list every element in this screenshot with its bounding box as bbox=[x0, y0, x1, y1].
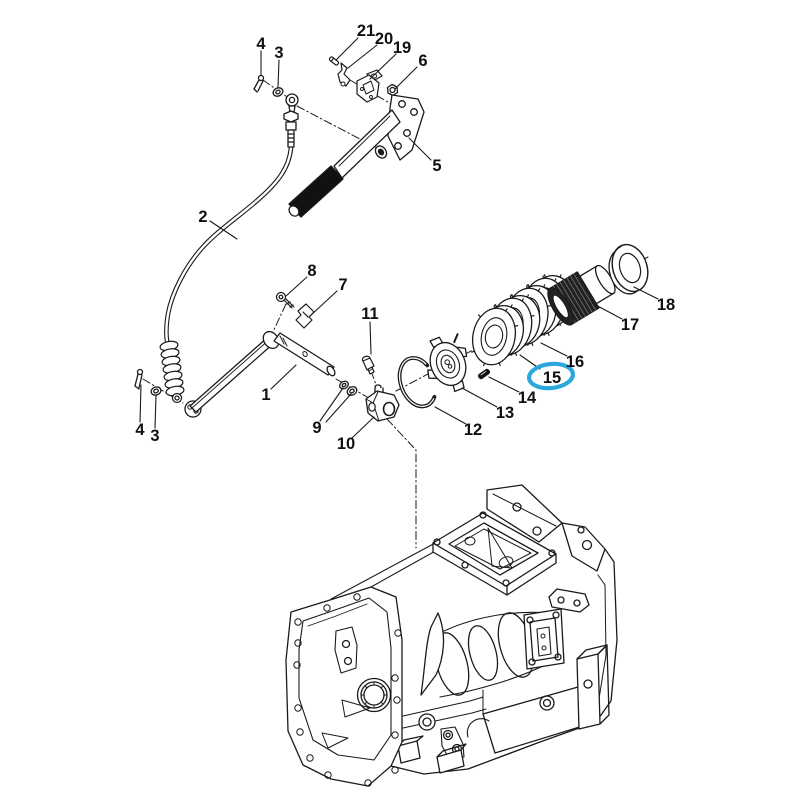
pin-21 bbox=[328, 56, 340, 66]
part-label-8: 8 bbox=[285, 262, 317, 297]
part-label-14: 14 bbox=[488, 376, 537, 407]
part-label-4: 4 bbox=[256, 35, 266, 76]
hand-lever-5 bbox=[288, 94, 425, 218]
leader-line bbox=[434, 406, 467, 425]
part-number-text: 16 bbox=[566, 353, 584, 371]
leader-line bbox=[209, 220, 238, 240]
part-label-13: 13 bbox=[461, 387, 514, 422]
lever-grip bbox=[288, 165, 344, 218]
part-number-text: 21 bbox=[357, 22, 375, 40]
part-number-text: 18 bbox=[657, 296, 675, 314]
part-label-3: 3 bbox=[150, 395, 160, 445]
part-number-text: 4 bbox=[256, 35, 266, 53]
part-number-text: 15 bbox=[543, 369, 561, 387]
leader-line bbox=[285, 276, 308, 297]
pressure-plate-13 bbox=[427, 333, 468, 393]
part-label-5: 5 bbox=[408, 137, 442, 175]
leader-line bbox=[461, 387, 498, 408]
part-number-text: 5 bbox=[432, 157, 441, 175]
part-label-16: 16 bbox=[540, 342, 584, 371]
part-label-6: 6 bbox=[394, 52, 428, 90]
transmission-housing bbox=[285, 484, 618, 787]
part-number-text: 1 bbox=[261, 386, 270, 404]
leader-line bbox=[591, 302, 623, 320]
part-number-text: 3 bbox=[150, 427, 159, 445]
highlight-ellipse bbox=[526, 361, 576, 391]
part-label-11: 11 bbox=[361, 305, 379, 355]
leader-line bbox=[270, 364, 297, 390]
leader-line bbox=[633, 286, 659, 300]
part-number-text: 10 bbox=[337, 435, 355, 453]
part-label-10: 10 bbox=[337, 416, 375, 453]
fork-7 bbox=[295, 303, 315, 329]
part-number-text: 19 bbox=[393, 39, 411, 57]
o-rings-9 bbox=[339, 380, 358, 396]
leader-line bbox=[540, 342, 568, 357]
leader-line bbox=[277, 59, 280, 88]
return-spring bbox=[159, 340, 185, 404]
part-label-9: 9 bbox=[312, 387, 352, 437]
leader-line bbox=[154, 395, 157, 429]
gear-hub-17 bbox=[547, 264, 616, 326]
part-number-text: 6 bbox=[418, 52, 427, 70]
part-number-text: 13 bbox=[496, 404, 514, 422]
leader-line bbox=[139, 384, 142, 423]
leader-line bbox=[408, 137, 432, 161]
snap-ring-12 bbox=[397, 356, 437, 409]
leader-line bbox=[369, 321, 372, 355]
lever-20 bbox=[337, 62, 351, 87]
part-label-17: 17 bbox=[591, 302, 639, 334]
leader-line bbox=[369, 53, 397, 80]
part-number-text: 7 bbox=[338, 276, 347, 294]
part-label-20: 20 bbox=[347, 30, 393, 69]
part-label-15: 15 bbox=[519, 354, 576, 391]
pin-14 bbox=[477, 368, 491, 380]
leader-line bbox=[335, 37, 359, 61]
part-number-text: 9 bbox=[312, 419, 321, 437]
flange-bolt-holes bbox=[293, 593, 402, 787]
part-label-21: 21 bbox=[335, 22, 375, 61]
part-number-text: 17 bbox=[621, 316, 639, 334]
bearing-ring-18 bbox=[608, 243, 649, 295]
bellcrank-shaft bbox=[184, 330, 336, 418]
part-label-19: 19 bbox=[369, 39, 411, 80]
part-number-text: 12 bbox=[464, 421, 482, 439]
part-label-7: 7 bbox=[308, 276, 348, 318]
part-number-text: 4 bbox=[135, 421, 145, 439]
leader-line bbox=[319, 387, 344, 422]
part-label-18: 18 bbox=[633, 286, 675, 314]
plug-11 bbox=[361, 355, 375, 375]
bolt-8 bbox=[275, 291, 295, 309]
part-label-12: 12 bbox=[434, 406, 482, 439]
clutch-pack bbox=[471, 274, 573, 367]
part-label-2: 2 bbox=[198, 208, 238, 240]
part-number-text: 3 bbox=[274, 44, 283, 62]
control-cable bbox=[159, 93, 299, 404]
part-label-1: 1 bbox=[261, 364, 297, 404]
leader-line bbox=[394, 66, 418, 90]
clip-4-bottom bbox=[134, 368, 144, 390]
clip-4-top bbox=[253, 74, 265, 93]
part-label-4: 4 bbox=[135, 384, 145, 439]
valve-block-10 bbox=[365, 384, 400, 422]
leader-line bbox=[347, 44, 378, 69]
clutch-disc-toothed bbox=[471, 305, 519, 367]
part-number-text: 14 bbox=[518, 389, 537, 407]
part-number-text: 2 bbox=[198, 208, 207, 226]
leader-line bbox=[308, 290, 338, 318]
part-number-text: 20 bbox=[375, 30, 393, 48]
nut-6 bbox=[386, 83, 399, 97]
washer-3-bottom bbox=[150, 386, 162, 396]
leader-line bbox=[488, 376, 520, 393]
leader-line bbox=[351, 416, 375, 439]
leader-line bbox=[325, 393, 352, 423]
bracket-19 bbox=[356, 69, 383, 103]
part-label-3: 3 bbox=[274, 44, 284, 88]
part-number-text: 11 bbox=[361, 305, 378, 323]
washer-3-top bbox=[272, 87, 284, 97]
lever-tube bbox=[333, 109, 401, 179]
part-number-text: 8 bbox=[307, 262, 316, 280]
